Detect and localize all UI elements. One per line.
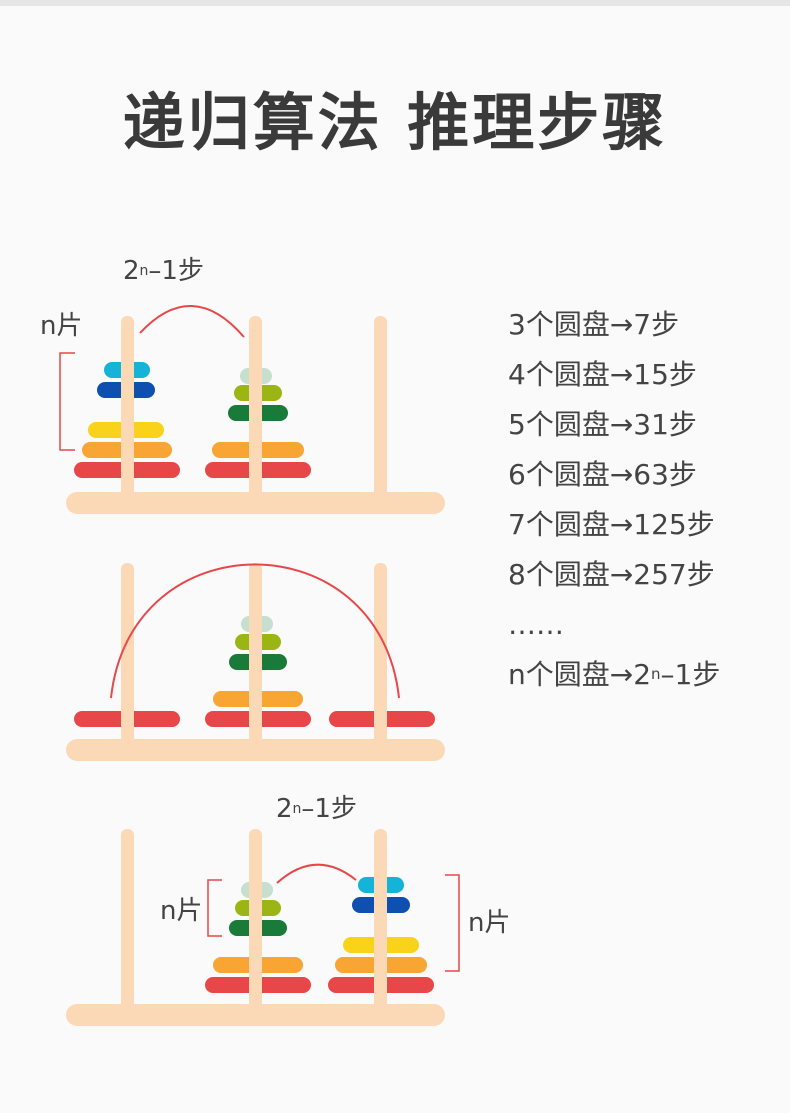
bracket-label: n片 — [468, 908, 511, 938]
peg — [374, 829, 387, 1013]
move-arc — [276, 863, 357, 884]
step-item: 8个圆盘→257步 — [508, 558, 715, 591]
peg — [249, 829, 262, 1013]
diagram-2 — [66, 563, 445, 761]
move-arc — [110, 563, 400, 699]
bracket — [445, 874, 460, 972]
step-ellipsis: …… — [508, 608, 564, 641]
bracket-label: n片 — [160, 896, 203, 926]
move-arc — [139, 305, 245, 338]
page-title: 递归算法 推理步骤 — [122, 86, 668, 159]
step-item: 5个圆盘→31步 — [508, 408, 697, 441]
diagram-1 — [59, 305, 445, 514]
base-3 — [66, 1004, 445, 1026]
peg — [121, 316, 134, 500]
top-bar — [0, 0, 790, 6]
step-item-formula: n个圆盘→2n–1步 — [508, 658, 721, 691]
base-1 — [66, 492, 445, 514]
diagram-3 — [66, 829, 460, 1026]
base-2 — [66, 739, 445, 761]
steps-list: 3个圆盘→7步 4个圆盘→15步 5个圆盘→31步 6个圆盘→63步 7个圆盘→… — [508, 308, 720, 708]
bracket — [59, 352, 75, 451]
peg — [374, 316, 387, 500]
peg — [121, 829, 134, 1013]
step-item: 3个圆盘→7步 — [508, 308, 680, 341]
peg — [121, 563, 134, 747]
bracket — [207, 879, 222, 937]
step-item: 6个圆盘→63步 — [508, 458, 697, 491]
peg — [249, 316, 262, 500]
step-item: 4个圆盘→15步 — [508, 358, 697, 391]
step-item: 7个圆盘→125步 — [508, 508, 715, 541]
peg — [249, 563, 262, 747]
arc-label: 2n–1步 — [123, 256, 204, 286]
arc-label: 2n–1步 — [276, 794, 357, 824]
bracket-label: n片 — [40, 311, 83, 341]
peg — [374, 563, 387, 747]
